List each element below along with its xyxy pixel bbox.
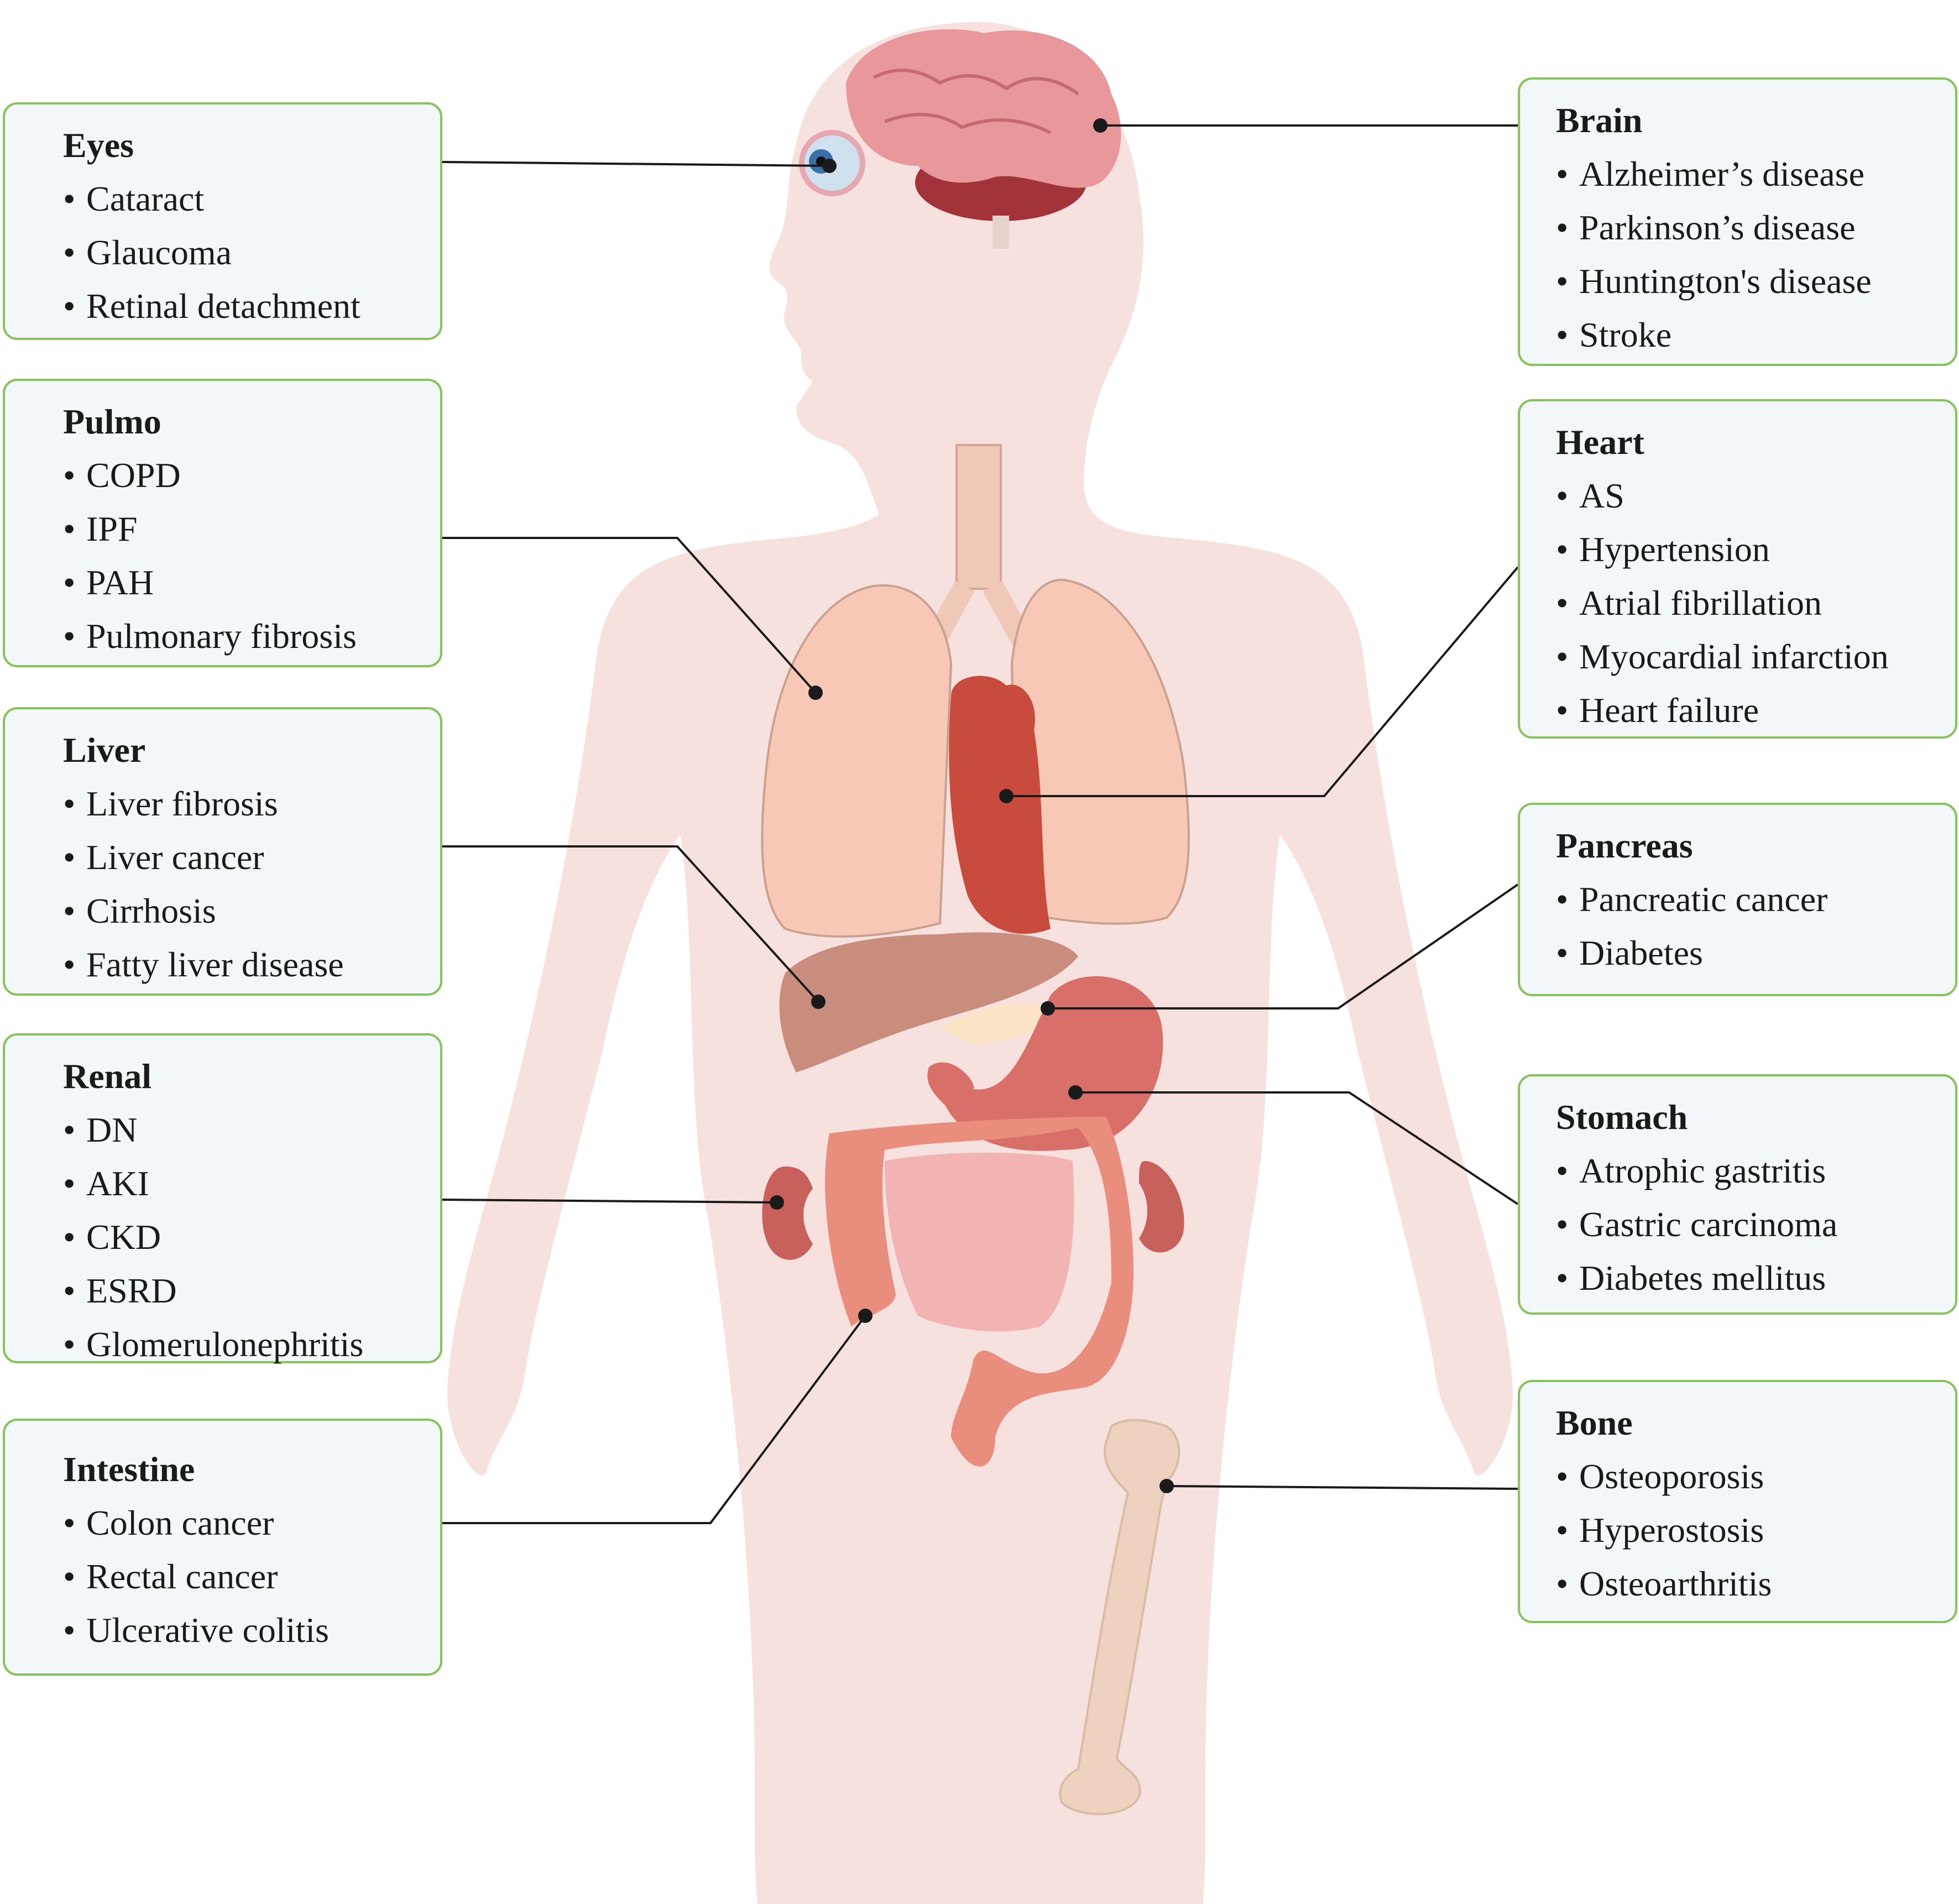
box-stomach: Stomach •Atrophic gastritis •Gastric car… — [1518, 1074, 1957, 1315]
list-item: •Liver cancer — [63, 830, 440, 884]
list-item: •Cataract — [63, 172, 440, 226]
list-item: •CKD — [63, 1210, 440, 1264]
connector-intestine — [442, 1316, 865, 1523]
disease-list-liver: •Liver fibrosis •Liver cancer •Cirrhosis… — [63, 777, 440, 991]
connector-liver — [442, 846, 818, 1002]
connector-bone — [1167, 1486, 1518, 1489]
connector-stomach — [1075, 1092, 1518, 1204]
connector-dot-renal — [770, 1195, 784, 1210]
list-item: •PAH — [63, 556, 440, 609]
box-title-liver: Liver — [63, 724, 440, 777]
list-item: •Huntington's disease — [1556, 254, 1955, 308]
list-item: •Hypertension — [1556, 522, 1955, 576]
list-item: •Cirrhosis — [63, 884, 440, 938]
box-title-bone: Bone — [1556, 1396, 1955, 1450]
box-title-pulmo: Pulmo — [63, 395, 440, 448]
box-renal: Renal •DN •AKI •CKD •ESRD •Glomeruloneph… — [3, 1033, 442, 1363]
connector-dot-intestine — [858, 1309, 873, 1323]
disease-list-stomach: •Atrophic gastritis •Gastric carcinoma •… — [1556, 1144, 1955, 1305]
list-item: •IPF — [63, 502, 440, 556]
box-bone: Bone •Osteoporosis •Hyperostosis •Osteoa… — [1518, 1380, 1957, 1623]
box-intestine: Intestine •Colon cancer •Rectal cancer •… — [3, 1419, 442, 1676]
connector-eyes — [442, 162, 829, 166]
disease-list-eyes: •Cataract •Glaucoma •Retinal detachment — [63, 172, 440, 333]
connector-heart — [1006, 567, 1518, 796]
list-item: •Atrial fibrillation — [1556, 576, 1955, 630]
list-item: •COPD — [63, 448, 440, 502]
list-item: •Myocardial infarction — [1556, 630, 1955, 683]
list-item: •AS — [1556, 469, 1955, 522]
list-item: •Atrophic gastritis — [1556, 1144, 1955, 1197]
list-item: •Diabetes mellitus — [1556, 1251, 1955, 1305]
box-pancreas: Pancreas •Pancreatic cancer •Diabetes — [1518, 803, 1957, 996]
list-item: •Colon cancer — [63, 1496, 440, 1550]
list-item: •Pulmonary fibrosis — [63, 609, 440, 663]
list-item: •Diabetes — [1556, 926, 1955, 980]
disease-list-pulmo: •COPD •IPF •PAH •Pulmonary fibrosis — [63, 448, 440, 663]
list-item: •Pancreatic cancer — [1556, 872, 1955, 926]
list-item: •Osteoarthritis — [1556, 1557, 1955, 1610]
box-pulmo: Pulmo •COPD •IPF •PAH •Pulmonary fibrosi… — [3, 379, 442, 667]
box-title-stomach: Stomach — [1556, 1091, 1955, 1144]
disease-list-bone: •Osteoporosis •Hyperostosis •Osteoarthri… — [1556, 1450, 1955, 1610]
connector-dot-eyes — [822, 159, 837, 173]
connector-pancreas — [1048, 885, 1518, 1008]
box-liver: Liver •Liver fibrosis •Liver cancer •Cir… — [3, 707, 442, 996]
list-item: •Heart failure — [1556, 683, 1955, 737]
connector-dot-bone — [1159, 1479, 1174, 1493]
disease-list-pancreas: •Pancreatic cancer •Diabetes — [1556, 872, 1955, 980]
list-item: •Ulcerative colitis — [63, 1603, 440, 1657]
box-title-brain: Brain — [1556, 94, 1955, 147]
list-item: •Glaucoma — [63, 226, 440, 279]
list-item: •ESRD — [63, 1264, 440, 1317]
list-item: •Osteoporosis — [1556, 1450, 1955, 1503]
connector-renal — [442, 1200, 777, 1202]
list-item: •Parkinson’s disease — [1556, 201, 1955, 254]
box-title-heart: Heart — [1556, 416, 1955, 469]
connector-dot-heart — [999, 789, 1014, 803]
list-item: •Alzheimer’s disease — [1556, 147, 1955, 201]
connector-dot-pulmo — [808, 686, 823, 700]
connector-dot-stomach — [1068, 1085, 1083, 1100]
disease-list-intestine: •Colon cancer •Rectal cancer •Ulcerative… — [63, 1496, 440, 1657]
list-item: •Retinal detachment — [63, 279, 440, 333]
box-title-pancreas: Pancreas — [1556, 819, 1955, 872]
box-heart: Heart •AS •Hypertension •Atrial fibrilla… — [1518, 399, 1957, 739]
disease-list-renal: •DN •AKI •CKD •ESRD •Glomerulonephritis — [63, 1103, 440, 1371]
list-item: •Glomerulonephritis — [63, 1317, 440, 1371]
connector-dot-pancreas — [1041, 1001, 1055, 1016]
list-item: •Rectal cancer — [63, 1550, 440, 1603]
list-item: •Hyperostosis — [1556, 1503, 1955, 1557]
box-title-renal: Renal — [63, 1050, 440, 1103]
disease-list-heart: •AS •Hypertension •Atrial fibrillation •… — [1556, 469, 1955, 737]
list-item: •Stroke — [1556, 308, 1955, 362]
box-title-eyes: Eyes — [63, 119, 440, 172]
box-title-intestine: Intestine — [63, 1443, 440, 1496]
connector-pulmo — [442, 538, 816, 693]
list-item: •DN — [63, 1103, 440, 1157]
disease-list-brain: •Alzheimer’s disease •Parkinson’s diseas… — [1556, 147, 1955, 362]
list-item: •AKI — [63, 1157, 440, 1210]
box-brain: Brain •Alzheimer’s disease •Parkinson’s … — [1518, 77, 1957, 366]
box-eyes: Eyes •Cataract •Glaucoma •Retinal detach… — [3, 102, 442, 340]
list-item: •Fatty liver disease — [63, 938, 440, 991]
connector-dot-liver — [811, 995, 826, 1009]
list-item: •Gastric carcinoma — [1556, 1197, 1955, 1251]
connector-dot-brain — [1093, 118, 1108, 133]
list-item: •Liver fibrosis — [63, 777, 440, 830]
